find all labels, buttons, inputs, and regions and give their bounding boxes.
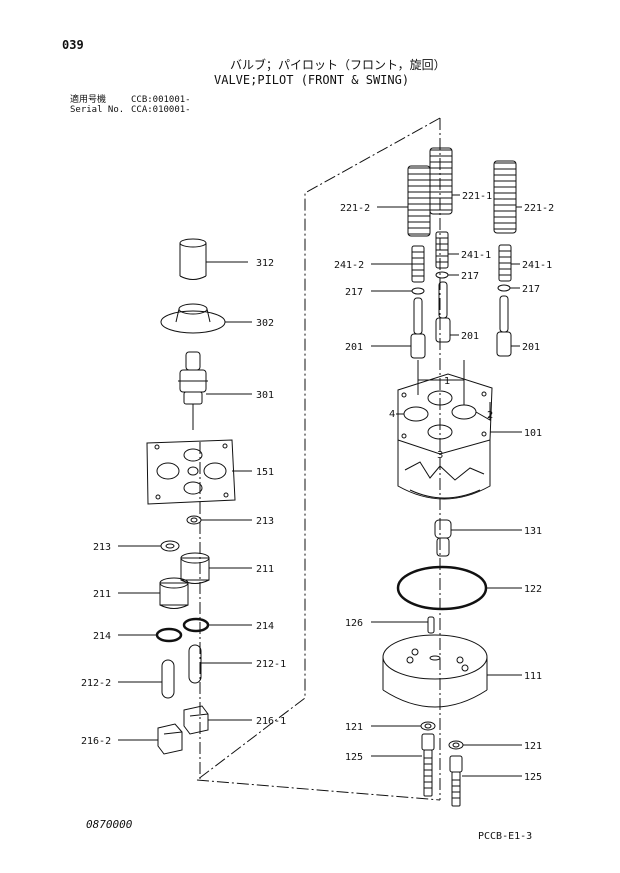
callout-214-a: 214 bbox=[93, 631, 111, 642]
callout-212-2: 212-2 bbox=[81, 678, 111, 689]
callout-241-1-b: 241-1 bbox=[522, 260, 552, 271]
callout-121-a: 121 bbox=[345, 722, 363, 733]
callout-221-1: 221-1 bbox=[462, 191, 492, 202]
document-code: 0870000 bbox=[86, 818, 133, 831]
port-number-1: 1 bbox=[444, 376, 450, 387]
part-221-springs bbox=[377, 147, 522, 237]
callout-221-2-a: 221-2 bbox=[340, 203, 370, 214]
callout-214-b: 214 bbox=[256, 621, 274, 632]
callout-221-2-b: 221-2 bbox=[524, 203, 554, 214]
part-216-plugs bbox=[118, 705, 252, 755]
part-213-seals bbox=[118, 515, 252, 552]
part-126-pin bbox=[371, 616, 435, 634]
callout-213-a: 213 bbox=[256, 516, 274, 527]
page-title-jp: バルブ；パイロット（フロント，旋回） bbox=[230, 58, 446, 72]
part-151-plate bbox=[146, 439, 252, 505]
port-number-3: 3 bbox=[437, 450, 443, 461]
port-number-2: 2 bbox=[487, 410, 493, 421]
page-title-en: VALVE;PILOT (FRONT & SWING) bbox=[214, 73, 410, 87]
callout-151: 151 bbox=[256, 467, 274, 478]
assembly-boundary-line bbox=[196, 117, 441, 801]
callout-211-a: 211 bbox=[256, 564, 274, 575]
serial-label-en: Serial No. bbox=[70, 105, 125, 115]
part-302-plate bbox=[160, 303, 252, 334]
port-number-4: 4 bbox=[389, 409, 395, 420]
callout-201-a: 201 bbox=[345, 342, 363, 353]
part-312-cap bbox=[179, 238, 248, 280]
part-301-joint bbox=[178, 351, 252, 430]
part-125-bolts bbox=[371, 733, 522, 807]
callout-125-a: 125 bbox=[345, 752, 363, 763]
callout-213-b: 213 bbox=[93, 542, 111, 553]
serial-value-1: CCB:001001- bbox=[131, 95, 191, 105]
callout-201-c: 201 bbox=[522, 342, 540, 353]
callout-216-2: 216-2 bbox=[81, 736, 111, 747]
part-201-pushers bbox=[371, 281, 520, 359]
callout-241-1-a: 241-1 bbox=[461, 250, 491, 261]
callout-211-b: 211 bbox=[93, 589, 111, 600]
part-101-casing bbox=[396, 360, 522, 500]
callout-217-c: 217 bbox=[522, 284, 540, 295]
callout-312: 312 bbox=[256, 258, 274, 269]
callout-241-2: 241-2 bbox=[334, 260, 364, 271]
callout-125-b: 125 bbox=[524, 772, 542, 783]
part-111-plate bbox=[382, 634, 522, 708]
callout-301: 301 bbox=[256, 390, 274, 401]
callout-122: 122 bbox=[524, 584, 542, 595]
callout-302: 302 bbox=[256, 318, 274, 329]
part-214-o-rings bbox=[118, 617, 252, 643]
callout-111: 111 bbox=[524, 671, 542, 682]
part-217-washers bbox=[371, 271, 520, 295]
callout-126: 126 bbox=[345, 618, 363, 629]
part-131-spool bbox=[434, 519, 522, 557]
page-code: PCCB-E1-3 bbox=[478, 831, 533, 842]
part-211-collars bbox=[118, 552, 252, 609]
part-122-o-ring bbox=[396, 565, 522, 611]
part-241-springs bbox=[371, 231, 520, 283]
page-number: 039 bbox=[62, 38, 84, 52]
callout-201-b: 201 bbox=[461, 331, 479, 342]
callout-131: 131 bbox=[524, 526, 542, 537]
callout-121-b: 121 bbox=[524, 741, 542, 752]
serial-value-2: CCA:010001- bbox=[131, 105, 191, 115]
callout-217-a: 217 bbox=[345, 287, 363, 298]
callout-217-b: 217 bbox=[461, 271, 479, 282]
callout-101: 101 bbox=[524, 428, 542, 439]
serial-label-jp: 適用号機 bbox=[70, 95, 107, 105]
part-212-pins bbox=[118, 644, 252, 699]
callout-212-1: 212-1 bbox=[256, 659, 286, 670]
part-121-seals bbox=[371, 721, 522, 750]
callout-216-1: 216-1 bbox=[256, 716, 286, 727]
